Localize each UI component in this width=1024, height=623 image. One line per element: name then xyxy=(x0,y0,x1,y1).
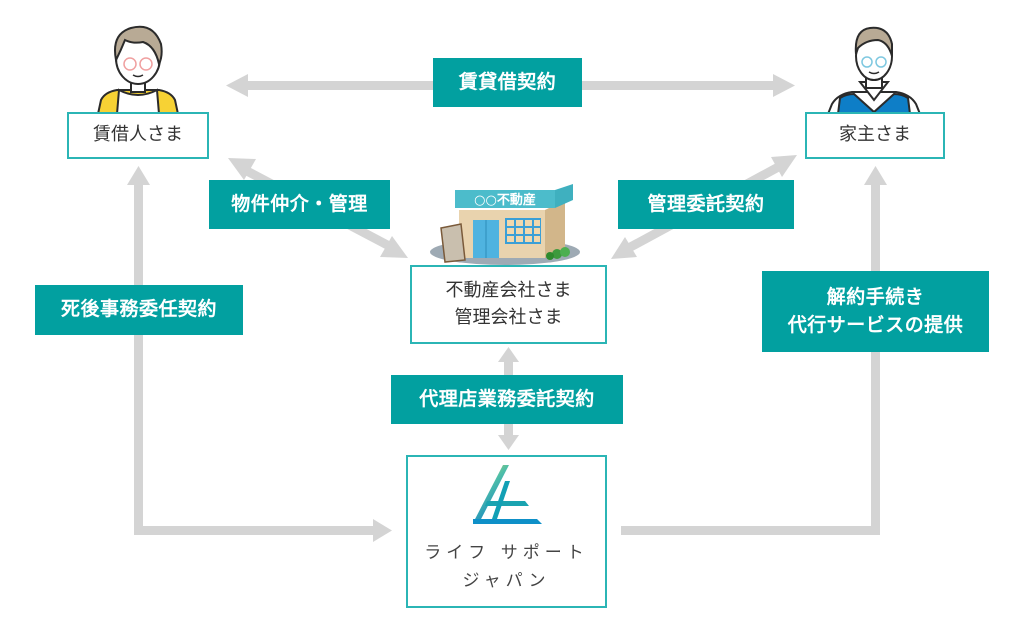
management-contract-label: 管理委託契約 xyxy=(618,180,794,229)
cancellation-service-text-line2: 代行サービスの提供 xyxy=(787,313,964,336)
tenant-label: 賃借人さま xyxy=(93,124,183,146)
shop-sign: ○○不動産 xyxy=(474,192,536,208)
posthumous-affairs-contract-text: 死後事務委任契約 xyxy=(60,298,217,321)
lease-contract-text: 賃貸借契約 xyxy=(458,70,557,93)
agency-contract-text: 代理店業務委託契約 xyxy=(419,387,595,410)
posthumous-affairs-contract-label: 死後事務委任契約 xyxy=(35,285,243,335)
elderly-woman-icon xyxy=(96,25,180,114)
tenant-node: 賃借人さま xyxy=(67,112,209,159)
cancellation-arrow xyxy=(621,166,887,535)
realestate-node: 不動産会社さま 管理会社さま xyxy=(410,265,607,344)
life-support-japan-logo-icon xyxy=(472,465,542,524)
landlord-label: 家主さま xyxy=(839,124,911,146)
management-contract-text: 管理委託契約 xyxy=(647,192,765,215)
real-estate-shop-icon: ○○不動産 xyxy=(430,184,580,265)
agency-contract-label: 代理店業務委託契約 xyxy=(391,375,623,424)
brokerage-management-label: 物件仲介・管理 xyxy=(209,180,390,229)
cancellation-service-text-line1: 解約手続き xyxy=(826,285,925,308)
brokerage-management-text: 物件仲介・管理 xyxy=(231,192,368,215)
cancellation-service-label: 解約手続き 代行サービスの提供 xyxy=(762,271,989,352)
lifesupport-node: ライフ サポート ジャパン xyxy=(406,455,607,608)
realestate-label-line2: 管理会社さま xyxy=(454,306,563,328)
landlord-node: 家主さま xyxy=(805,112,945,159)
posthumous-arrow xyxy=(127,166,392,542)
lifesupport-label-line2: ジャパン xyxy=(462,571,551,592)
realestate-label-line1: 不動産会社さま xyxy=(445,280,572,302)
elderly-man-icon xyxy=(826,26,922,114)
lifesupport-label-line1: ライフ サポート xyxy=(424,543,589,563)
lease-contract-label: 賃貸借契約 xyxy=(433,58,582,107)
